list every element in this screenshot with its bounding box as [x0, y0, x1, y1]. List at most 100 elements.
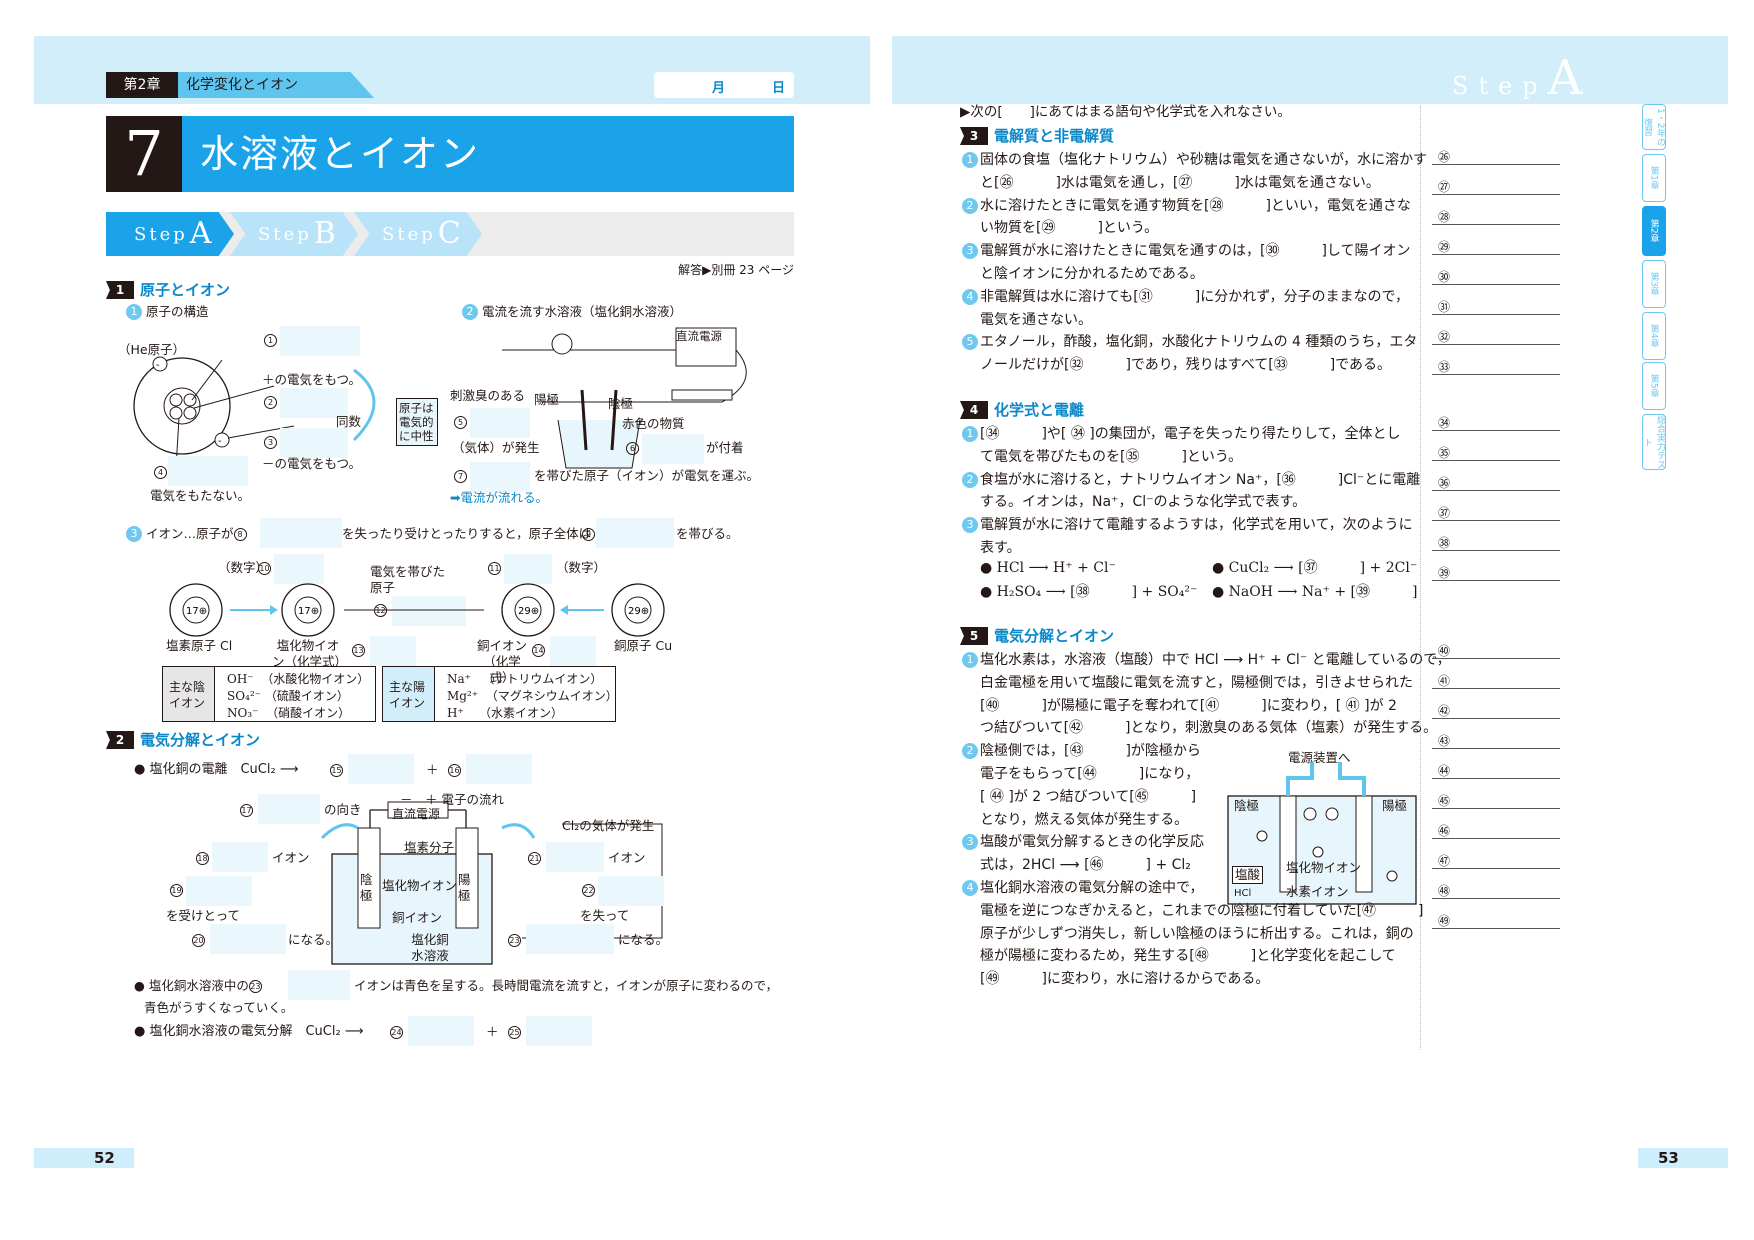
answer-line[interactable]: [1432, 580, 1560, 581]
answer-blank-10[interactable]: [274, 554, 324, 584]
side-tab-3[interactable]: 第2章: [1642, 206, 1666, 256]
answer-line[interactable]: [1432, 838, 1560, 839]
answer-blank-15[interactable]: [348, 754, 414, 784]
equation-cucl2: ● CuCl₂ ⟶ [㊲ ] + 2Cl⁻: [1212, 560, 1418, 576]
answer-blank-5[interactable]: [470, 408, 530, 438]
hcl-formula-label: HCl: [1234, 888, 1252, 899]
side-tab-7[interactable]: 総合実力テスト: [1642, 414, 1666, 470]
step-c-tab[interactable]: StepC: [354, 212, 482, 256]
answer-line[interactable]: [1432, 658, 1560, 659]
answer-blank-19[interactable]: [186, 876, 252, 906]
answer-blank-13[interactable]: [370, 636, 416, 666]
answer-line[interactable]: [1432, 778, 1560, 779]
s5-line: [㊵ ]が陽極に電子を奪われて[㊶ ]に変わり，[ ㊶ ]が 2: [980, 697, 1397, 714]
answer-blank-16[interactable]: [466, 754, 532, 784]
answer-line[interactable]: [1432, 344, 1560, 345]
electron-flow-label: － ＋ 電子の流れ: [400, 792, 504, 807]
s3-line: 水に溶けたときに電気を通す物質を[㉘ ]といい，電気を通さな: [980, 197, 1411, 214]
step-a-header: StepA: [1452, 50, 1583, 106]
answer-blank-20[interactable]: [210, 924, 286, 954]
answer-blank-11[interactable]: [504, 554, 552, 584]
question-number-badge: 1: [962, 152, 978, 168]
hcl-anode-label: 陽極: [1382, 798, 1408, 813]
anode-label-top: 陽極: [534, 392, 560, 407]
answer-line[interactable]: [1432, 164, 1560, 165]
answer-blank-8[interactable]: [260, 518, 342, 548]
red-substance-label: 赤色の物質: [622, 416, 685, 431]
equation-h2so4: ● H₂SO₄ ⟶ [㊳ ] + SO₄²⁻: [980, 584, 1198, 600]
answer-blank-25[interactable]: [526, 1016, 592, 1046]
s5-line: 塩酸が電気分解するときの化学反応: [980, 834, 1204, 851]
side-tab-5[interactable]: 第4章: [1642, 312, 1666, 360]
answer-line[interactable]: [1432, 490, 1560, 491]
answer-line[interactable]: [1432, 224, 1560, 225]
answer-number: ㊶: [1438, 674, 1451, 688]
answer-blank-6[interactable]: [642, 434, 704, 464]
s5-line: 電子をもらって[㊹ ]になり，: [980, 766, 1200, 782]
gas-evolved-label: （気体）が発生: [452, 440, 540, 455]
answer-blank-22[interactable]: [598, 876, 664, 906]
s3-line: 非電解質は水に溶けても[㉛ ]に分かれず，分子のままなので，: [980, 288, 1409, 305]
answer-line[interactable]: [1432, 928, 1560, 929]
answer-line[interactable]: [1432, 460, 1560, 461]
step-b-tab[interactable]: StepB: [230, 212, 358, 256]
answer-line[interactable]: [1432, 718, 1560, 719]
answer-line[interactable]: [1432, 314, 1560, 315]
irritating-label: 刺激臭のある: [450, 388, 526, 403]
dc-source-label: 直流電源: [676, 329, 722, 343]
side-tab-4[interactable]: 第3章: [1642, 260, 1666, 308]
answer-line[interactable]: [1432, 898, 1560, 899]
svg-text:29⊕: 29⊕: [628, 606, 649, 617]
side-tab-1[interactable]: 1・2年の復習: [1642, 104, 1666, 150]
answer-blank-17[interactable]: [258, 794, 320, 824]
answer-number: ㉚: [1438, 270, 1451, 284]
solution-label: 塩化銅水溶液: [411, 932, 449, 963]
answer-line[interactable]: [1432, 520, 1560, 521]
lesson-title: 水溶液とイオン: [200, 132, 481, 176]
answer-number: ㊼: [1438, 854, 1451, 868]
answer-number: ㊵: [1438, 644, 1451, 658]
answer-line[interactable]: [1432, 808, 1560, 809]
answer-blank-14[interactable]: [550, 636, 596, 666]
answer-blank-7[interactable]: [470, 462, 530, 492]
answer-blank-18[interactable]: [212, 842, 268, 872]
answer-blank-2[interactable]: [280, 388, 348, 418]
answer-line[interactable]: [1432, 868, 1560, 869]
answer-line[interactable]: [1432, 550, 1560, 551]
neutral-note: 原子は電気的に中性: [396, 398, 438, 446]
answer-blank-1[interactable]: [280, 326, 360, 356]
s5-line: 塩化水素は，水溶液（塩酸）中で HCl ⟶ H⁺ + Cl⁻ と電離しているので…: [980, 652, 1451, 668]
answer-blank-9[interactable]: [596, 518, 674, 548]
answer-line[interactable]: [1432, 284, 1560, 285]
side-tab-2[interactable]: 第1章: [1642, 154, 1666, 202]
answer-line[interactable]: [1432, 254, 1560, 255]
answer-blank-24[interactable]: [408, 1016, 474, 1046]
step-a-tab[interactable]: StepA: [106, 212, 234, 256]
answer-number: ㊻: [1438, 824, 1451, 838]
question-number-badge: 1: [962, 426, 978, 442]
answer-blank-21[interactable]: [546, 842, 604, 872]
equation-hcl: ● HCl ⟶ H⁺ + Cl⁻: [980, 560, 1116, 576]
answer-line[interactable]: [1432, 688, 1560, 689]
side-tab-6[interactable]: 第5章: [1642, 362, 1666, 410]
answer-blank-12[interactable]: [392, 596, 466, 626]
answer-line[interactable]: [1432, 374, 1560, 375]
answer-line[interactable]: [1432, 430, 1560, 431]
answer-blank-22b[interactable]: [526, 924, 614, 954]
s3-line: と陰イオンに分かれるためである。: [980, 266, 1204, 282]
answer-blank-23[interactable]: [288, 970, 350, 1000]
no-charge-text: 電気をもたない。: [150, 488, 251, 503]
s3-line: 電解質が水に溶けたときに電気を通すのは，[㉚ ]して陽イオン: [980, 243, 1411, 260]
s4-line: て電気を帯びたものを[㉟ ]という。: [980, 448, 1243, 465]
instruction: ▶次の[ ]にあてはまる語句や化学式を入れなさい。: [960, 104, 1291, 120]
answer-line[interactable]: [1432, 748, 1560, 749]
copper-ion-label: 銅イオン（化学式）: [476, 638, 527, 685]
answer-blank-4[interactable]: [168, 456, 248, 486]
electrolysis-apparatus-diagram: [502, 327, 747, 469]
answer-blank-3[interactable]: [280, 428, 348, 458]
answer-line[interactable]: [1432, 194, 1560, 195]
